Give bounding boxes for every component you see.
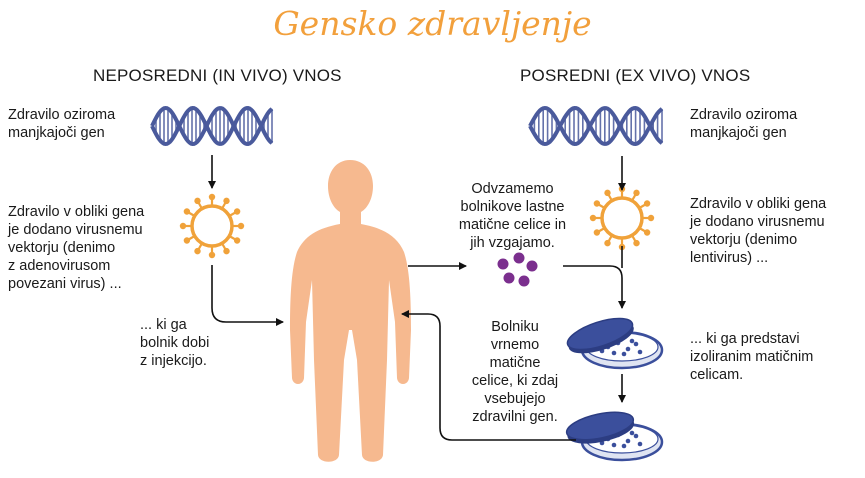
stem-cells-icon [497,252,538,287]
petri-dish-icon [565,411,664,462]
right-stemcell-text: ... ki ga predstavi izoliranim matičnim … [690,331,814,383]
left-vector-text: Zdravilo v obliki gena je dodano virusne… [8,204,145,292]
left-heading: NEPOSREDNI (IN VIVO) VNOS [93,66,342,85]
human-body-icon [290,160,411,462]
right-vector-text: Zdravilo v obliki gena je dodano virusne… [690,196,827,266]
return-text: Bolniku vrnemo matične celice, ki zdaj v… [471,319,559,425]
virus-vector-icon [179,193,245,259]
virus-vector-icon [589,185,655,251]
left-injection-text: ... ki ga bolnik dobi z injekcijo. [140,317,210,369]
dna-helix-icon [528,105,664,147]
arrow-cells-to-dish [563,265,626,309]
arrow-vector-to-body [211,265,284,326]
right-gene-text: Zdravilo oziroma manjkajoči gen [690,107,798,141]
dna-helix-icon [150,105,274,147]
harvest-text: Odvzamemo bolnikove lastne matične celic… [458,181,567,251]
petri-dish-icon [566,317,664,370]
left-gene-text: Zdravilo oziroma manjkajoči gen [8,107,116,141]
arrow-dish-to-body [401,310,576,441]
right-heading: POSREDNI (EX VIVO) VNOS [520,66,751,85]
page-title: Gensko zdravljenje [273,4,592,43]
